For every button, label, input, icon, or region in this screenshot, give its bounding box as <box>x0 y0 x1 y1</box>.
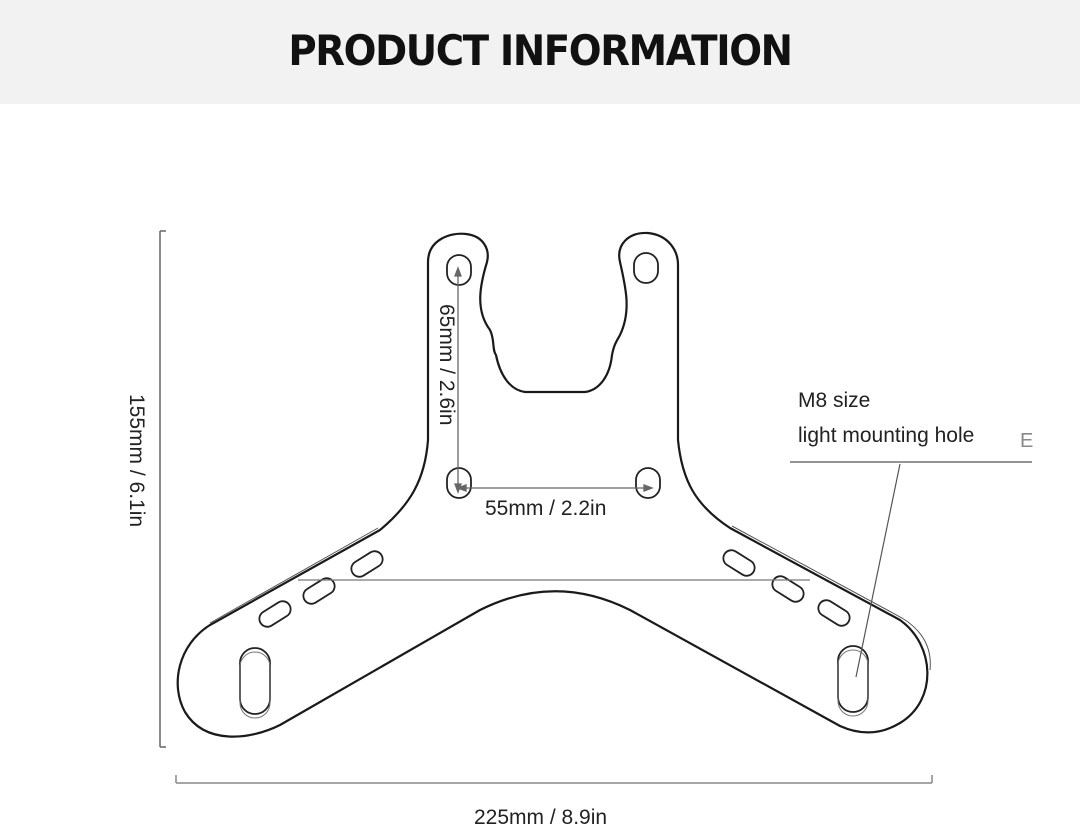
callout-leader <box>790 461 1032 678</box>
bracket-outline <box>176 231 929 738</box>
header-banner: PRODUCT INFORMATION <box>0 0 1080 104</box>
width-dimension-label: 225mm / 8.9in <box>474 806 608 829</box>
callout-line2: light mounting hole <box>798 424 975 447</box>
hole-spacing-lines <box>298 266 810 581</box>
height-dimension-label: 155mm / 6.1in <box>125 394 148 528</box>
height-dimension-line <box>159 230 166 748</box>
page-title: PRODUCT INFORMATION <box>288 26 793 75</box>
mounting-holes <box>239 252 869 719</box>
callout-line1: M8 size <box>798 389 871 412</box>
horizontal-spacing-label: 55mm / 2.2in <box>485 497 607 520</box>
vertical-spacing-label: 65mm / 2.6in <box>435 304 458 426</box>
width-dimension-line <box>175 775 933 784</box>
stray-mark: E <box>1020 430 1034 452</box>
